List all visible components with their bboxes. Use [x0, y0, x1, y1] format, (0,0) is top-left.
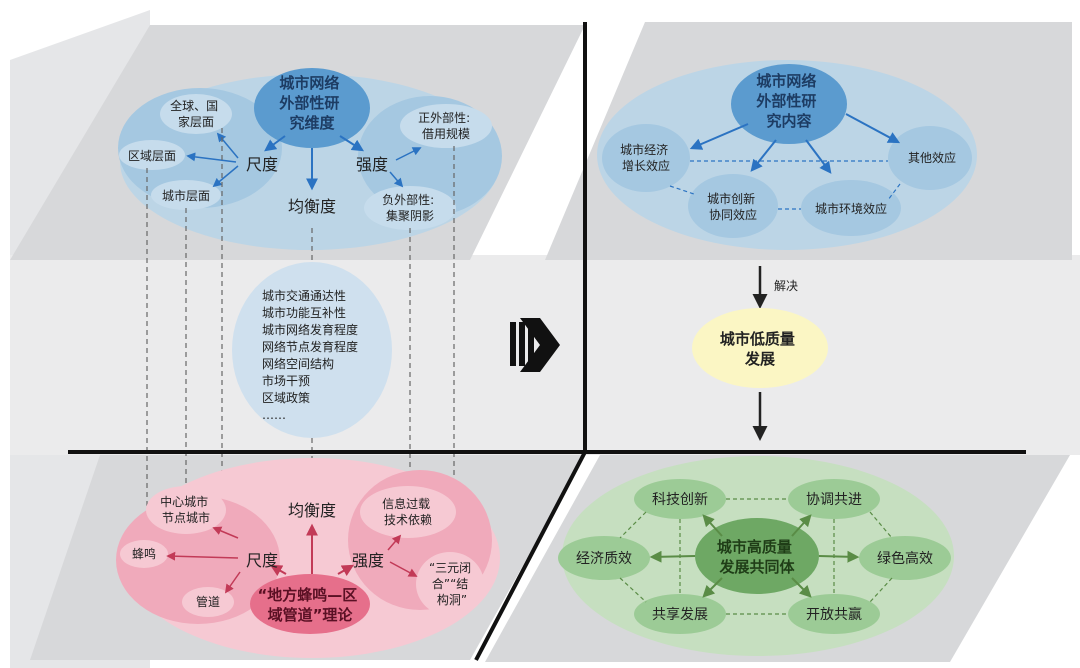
- green-label: 绿色高效: [877, 550, 933, 567]
- pipe-ellipse: [182, 587, 234, 617]
- positive-externality-label: 正外部性: 借用规模: [418, 110, 474, 141]
- economic-growth-label: 城市经济 增长效应: [620, 142, 672, 173]
- global-level-label: 全球、国 家层面: [170, 98, 222, 129]
- factors-ellipse: [232, 262, 392, 438]
- scale-ellipse: [118, 88, 282, 208]
- shared-ellipse: [634, 594, 726, 634]
- tech-innovation-label: 科技创新: [652, 492, 708, 508]
- buzz-pipe-theory-ellipse: [250, 574, 370, 634]
- tech-innovation-ellipse: [634, 479, 726, 519]
- buzz-label: 蜂鸣: [132, 546, 156, 561]
- economic-growth-ellipse: [602, 124, 690, 192]
- intensity-label: 强度: [356, 155, 388, 174]
- economy-label: 经济质效: [576, 551, 632, 567]
- low-quality-ellipse: [692, 308, 828, 388]
- regional-level-ellipse: [119, 140, 185, 170]
- city-level-ellipse: [151, 180, 221, 210]
- buzz-pipe-theory-title: “地方蜂鸣—区 域管道”理论: [257, 586, 362, 624]
- solve-label: 解决: [774, 279, 798, 293]
- negative-externality-label: 负外部性: 集聚阴影: [382, 192, 438, 223]
- research-dimension-ellipse: [254, 68, 370, 148]
- hub-label: 中心城市 节点城市: [160, 494, 212, 525]
- overload-ellipse: [360, 486, 456, 538]
- open-ellipse: [788, 594, 880, 634]
- economy-ellipse: [558, 536, 650, 580]
- green-ellipse: [859, 536, 951, 580]
- coordination-label: 协调共进: [806, 492, 862, 508]
- coordination-ellipse: [788, 479, 880, 519]
- innovation-synergy-ellipse: [688, 174, 778, 238]
- innovation-synergy-label: 城市创新 协同效应: [707, 191, 759, 222]
- overload-label: 信息过载 技术依赖: [382, 496, 434, 527]
- bottom-left-cluster: 中心城市 节点城市 蜂鸣 管道 尺度 均衡度 强度 信息过载 技术依赖 “三元闭…: [116, 458, 500, 658]
- city-level-label: 城市层面: [162, 188, 210, 203]
- global-level-ellipse: [160, 94, 232, 134]
- research-dimension-title: 城市网络 外部性研 究维度: [278, 74, 344, 132]
- high-quality-community-ellipse: [695, 518, 819, 594]
- bl-intensity-label: 强度: [352, 551, 384, 570]
- environment-effect-ellipse: [801, 180, 901, 236]
- positive-externality-ellipse: [400, 104, 492, 148]
- influencing-factors: 城市交通通达性 城市功能互补性 城市网络发育程度 网络节点发育程度 网络空间结构…: [232, 262, 392, 438]
- regional-level-label: 区域层面: [128, 149, 176, 163]
- open-label: 开放共赢: [806, 606, 862, 623]
- closure-label: “三元闭 合”“结 构洞”: [429, 561, 475, 607]
- scale-label: 尺度: [246, 155, 278, 174]
- environment-effect-label: 城市环境效应: [815, 201, 887, 216]
- balance-label: 均衡度: [288, 197, 336, 216]
- buzz-ellipse: [120, 540, 168, 568]
- high-quality-community-title: 城市高质量 发展共同体: [717, 538, 797, 576]
- closure-ellipse: [416, 552, 484, 616]
- shared-label: 共享发展: [652, 606, 708, 623]
- dividers: [68, 22, 1026, 661]
- research-content-ellipse: [731, 64, 847, 144]
- other-effects-label: 其他效应: [908, 150, 956, 165]
- top-right-cluster: 城市网络 外部性研 究内容 城市经济 增长效应 其他效应 城市创新 协同效应 城…: [597, 60, 977, 250]
- factors-list: 城市交通通达性 城市功能互补性 城市网络发育程度 网络节点发育程度 网络空间结构…: [262, 288, 362, 422]
- chevron-arrow-icon: [510, 318, 560, 372]
- research-content-title: 城市网络 外部性研 究内容: [755, 72, 821, 130]
- low-quality-label: 城市低质量 发展: [720, 330, 800, 368]
- bl-scale-label: 尺度: [246, 551, 278, 570]
- pipe-label: 管道: [196, 594, 220, 609]
- middle-flow: 解决 城市低质量 发展: [692, 266, 828, 441]
- top-left-cluster: 城市网络 外部性研 究维度 全球、国 家层面 区域层面 城市层面 尺度 强度 均…: [118, 68, 502, 250]
- hub-ellipse: [146, 486, 226, 534]
- bottom-right-cluster: 城市高质量 发展共同体 科技创新 协调共进 经济质效 绿色高效 共享发展 开放共…: [558, 456, 954, 656]
- other-effects-ellipse: [888, 126, 972, 190]
- bl-left-ellipse: [116, 496, 280, 624]
- negative-externality-ellipse: [364, 186, 456, 230]
- bl-balance-label: 均衡度: [288, 501, 336, 520]
